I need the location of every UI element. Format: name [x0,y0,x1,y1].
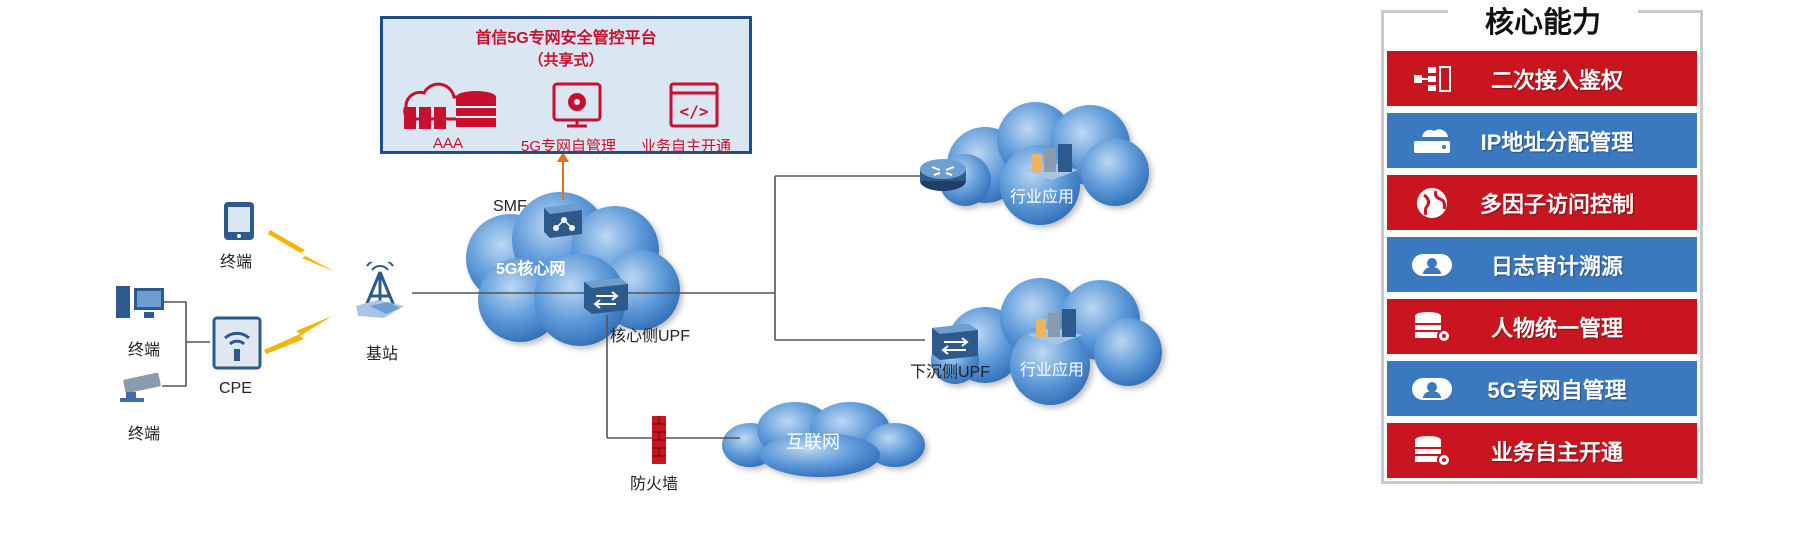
ability-label: 多因子访问控制 [1479,191,1634,217]
sink-upf-switch-icon [932,324,978,360]
ability-unified-management: 人物统一管理 [1387,299,1697,354]
aaa-server-icon [403,82,496,129]
platform-subtitle: （共享式） [528,52,604,69]
terminal-camera-label: 终端 [128,426,161,443]
industry-app-bottom-label: 行业应用 [1020,362,1085,379]
ability-label: 日志审计溯源 [1490,253,1623,279]
network-node-icon [1387,51,1477,106]
ability-secondary-auth: 二次接入鉴权 [1387,51,1697,106]
smf-label: SMF [493,198,527,215]
platform-item-service-provision: 业务自主开通 [641,138,732,155]
cloud-server-icon [1387,113,1477,168]
user-icon [1387,237,1477,292]
security-platform-panel: 首信5G专网安全管控平台 （共享式） AAA 5G专网自管理 </> 业务自主开… [380,16,752,155]
ability-mfa-access-control: 多因子访问控制 [1387,175,1697,230]
sink-upf-label: 下沉侧UPF [910,364,991,381]
firewall-label: 防火墙 [630,476,679,493]
cpe-label: CPE [219,380,252,397]
self-management-icon [552,82,602,128]
base-station-label: 基站 [366,346,399,363]
tablet-icon [224,202,254,240]
ability-label: 人物统一管理 [1490,315,1623,341]
ability-label: IP地址分配管理 [1480,129,1634,155]
user-icon [1387,361,1477,416]
terminal-tablet-label: 终端 [220,254,253,271]
ability-self-management: 5G专网自管理 [1387,361,1697,416]
platform-title: 首信5G专网安全管控平台 [475,30,657,47]
platform-item-aaa: AAA [433,135,464,152]
ability-label: 5G专网自管理 [1487,377,1627,403]
core-upf-switch-icon [584,278,628,314]
ability-label: 二次接入鉴权 [1490,67,1623,93]
wireless-link-icon [264,230,335,354]
database-gear-icon [1387,299,1477,354]
ability-log-audit: 日志审计溯源 [1387,237,1697,292]
ability-label: 业务自主开通 [1490,439,1623,465]
app-servers-icon [1028,309,1082,345]
internet-label: 互联网 [786,432,840,452]
smf-to-platform-arrow [557,152,569,200]
ability-ip-allocation: IP地址分配管理 [1387,113,1697,168]
code-window-icon: </> [669,82,719,128]
core-abilities-title: 核心能力 [1448,0,1638,41]
smf-server-icon [544,204,582,238]
desktop-computer-icon [116,286,164,318]
database-gear-icon [1387,423,1477,478]
svg-text:</>: </> [680,102,709,121]
firewall-icon [652,416,666,464]
globe-icon [1387,175,1477,230]
internet-cloud [722,402,925,477]
ability-service-provision: 业务自主开通 [1387,423,1697,478]
app-servers-icon [1024,144,1078,180]
platform-item-self-management: 5G专网自管理 [521,138,617,155]
terminal-pc-label: 终端 [128,342,161,359]
router-icon [920,159,966,191]
core-upf-label: 核心侧UPF [610,328,691,345]
industry-app-top-label: 行业应用 [1010,189,1075,206]
core-network-label: 5G核心网 [496,261,566,278]
cpe-router-icon [212,316,262,370]
camera-icon [120,372,161,402]
base-station-icon [356,262,404,318]
core-abilities-panel: 核心能力 二次接入鉴权 IP地址分配管理 多因子访问控制 日志审计溯源 人物统一… [1381,0,1703,484]
